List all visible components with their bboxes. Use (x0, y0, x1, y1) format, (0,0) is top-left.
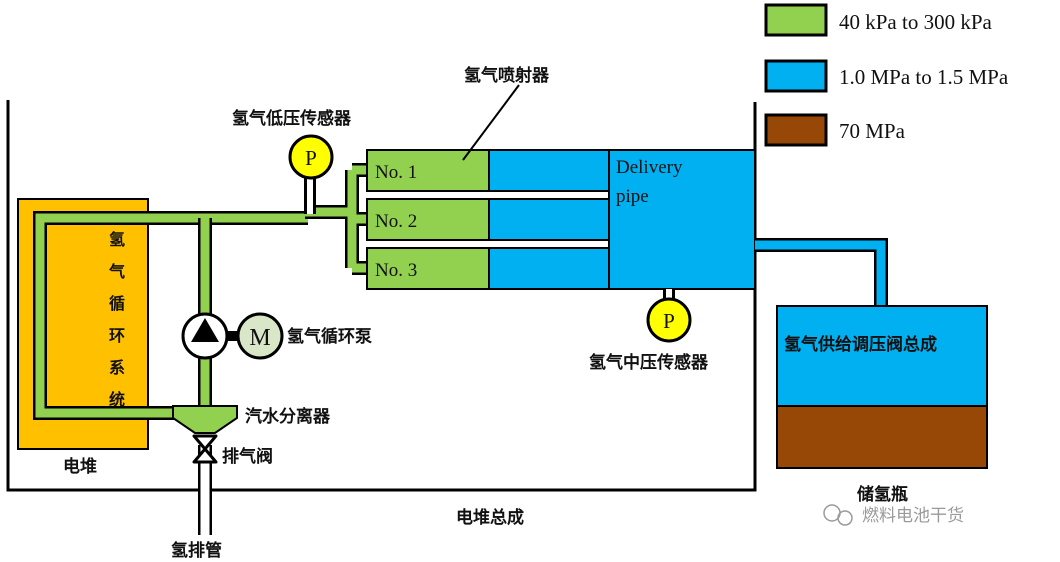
stack-label: 电堆 (63, 456, 97, 477)
recirculation-loop (33, 163, 372, 535)
injector-2-mid (488, 198, 612, 241)
injector-label: 氢气喷射器 (464, 65, 550, 86)
injector-1-label: No. 1 (375, 162, 417, 183)
legend-text-mid: 1.0 MPa to 1.5 MPa (839, 65, 1009, 89)
pump-label: 氢气循环泵 (287, 326, 372, 347)
svg-text:环: 环 (109, 326, 125, 345)
low-sensor-label: 氢气低压传感器 (232, 108, 352, 129)
watermark: 燃料电池干货 (823, 504, 964, 526)
legend-swatch-high (764, 113, 828, 147)
mid-pressure-sensor (646, 297, 692, 343)
legend-swatch-low (764, 3, 828, 37)
injector-2-label: No. 2 (375, 211, 417, 232)
recirc-system-label: 氢 气 循 环 系 统 (108, 230, 125, 409)
motor (236, 312, 284, 360)
svg-text:循: 循 (109, 294, 125, 313)
injector-bank: No. 1 No. 2 No. 3 (366, 149, 612, 290)
delivery-pipe-label-line1: Delivery (616, 157, 683, 178)
mid-sensor-symbol: P (663, 309, 675, 333)
legend-text-low: 40 kPa to 300 kPa (839, 10, 993, 34)
svg-text:气: 气 (108, 262, 125, 281)
vent-valve-icon (192, 434, 218, 464)
stack-assembly-boundary (6, 100, 757, 492)
svg-text:统: 统 (109, 390, 125, 409)
injector-3-label: No. 3 (375, 260, 417, 281)
low-sensor-stem (304, 172, 316, 214)
mid-sensor-label: 氢气中压传感器 (589, 352, 709, 373)
legend: 40 kPa to 300 kPa 1.0 MPa to 1.5 MPa 70 … (764, 3, 1009, 147)
delivery-pipe-label-line2: pipe (616, 186, 649, 207)
injector-1-mid (488, 149, 612, 192)
tank-block (776, 405, 988, 469)
water-separator (172, 405, 238, 434)
legend-swatch-mid (764, 59, 828, 93)
separator-label: 汽水分离器 (245, 406, 331, 427)
regulator-block (776, 305, 988, 407)
supply-line (755, 238, 888, 310)
regulator-label: 氢气供给调压阀总成 (784, 334, 937, 355)
pump-arrow-icon (191, 318, 219, 342)
legend-text-high: 70 MPa (839, 119, 906, 143)
svg-text:系: 系 (109, 358, 125, 377)
delivery-pipe (608, 149, 756, 290)
injector-3-mid (488, 247, 612, 290)
circulation-pump: M (181, 312, 284, 360)
watermark-text: 燃料电池干货 (862, 506, 964, 526)
exhaust-pipe-label: 氢排管 (171, 540, 222, 561)
tank-label: 储氢瓶 (857, 484, 908, 505)
svg-text:氢: 氢 (109, 230, 125, 249)
low-sensor-symbol: P (305, 146, 317, 170)
stack-assembly-label: 电堆总成 (456, 507, 524, 528)
vent-valve-label: 排气阀 (222, 446, 273, 467)
low-pressure-sensor (288, 134, 334, 180)
injector-leader-line (462, 84, 520, 161)
motor-symbol: M (249, 325, 270, 351)
